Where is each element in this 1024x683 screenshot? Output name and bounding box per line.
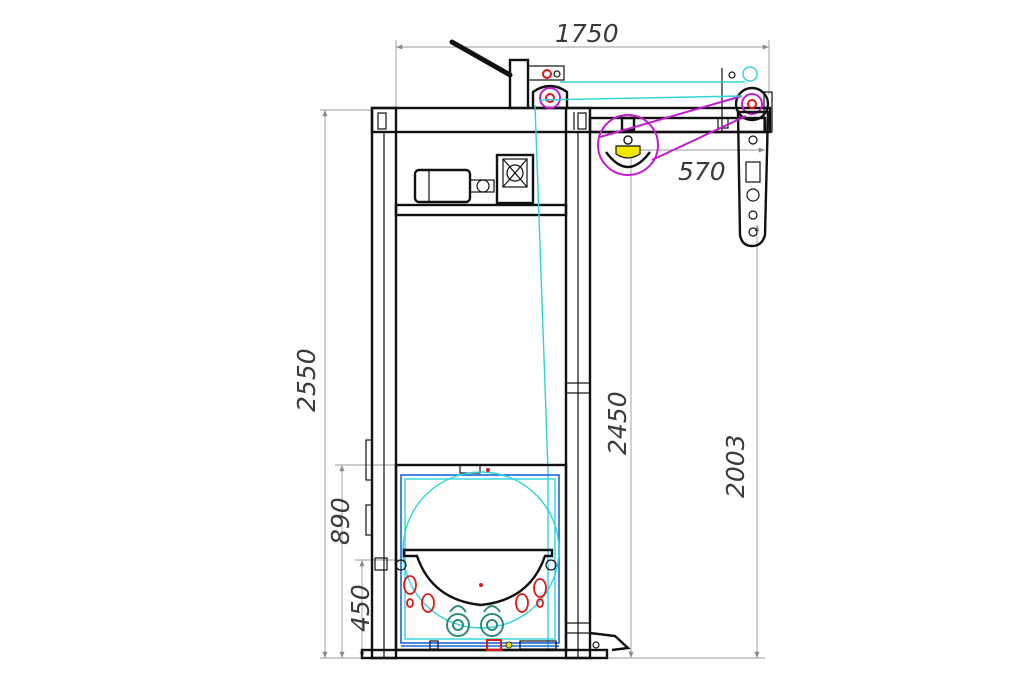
- dimension-450: 450: [346, 584, 375, 632]
- top-pulley-assembly: [449, 39, 569, 110]
- dimension-2003: 2003: [721, 434, 750, 498]
- roller-set: [403, 575, 547, 613]
- main-frame: [360, 106, 772, 660]
- dimension-1750: 1750: [555, 19, 619, 48]
- dimension-890: 890: [326, 497, 355, 545]
- motor-assembly: [413, 153, 535, 205]
- dimension-570: 570: [678, 157, 726, 186]
- cable-lines: [534, 81, 745, 650]
- right-arm-assembly: [588, 66, 773, 248]
- dimension-2450: 2450: [603, 391, 632, 455]
- lower-chamber: [394, 463, 600, 652]
- dimension-2550: 2550: [292, 348, 321, 412]
